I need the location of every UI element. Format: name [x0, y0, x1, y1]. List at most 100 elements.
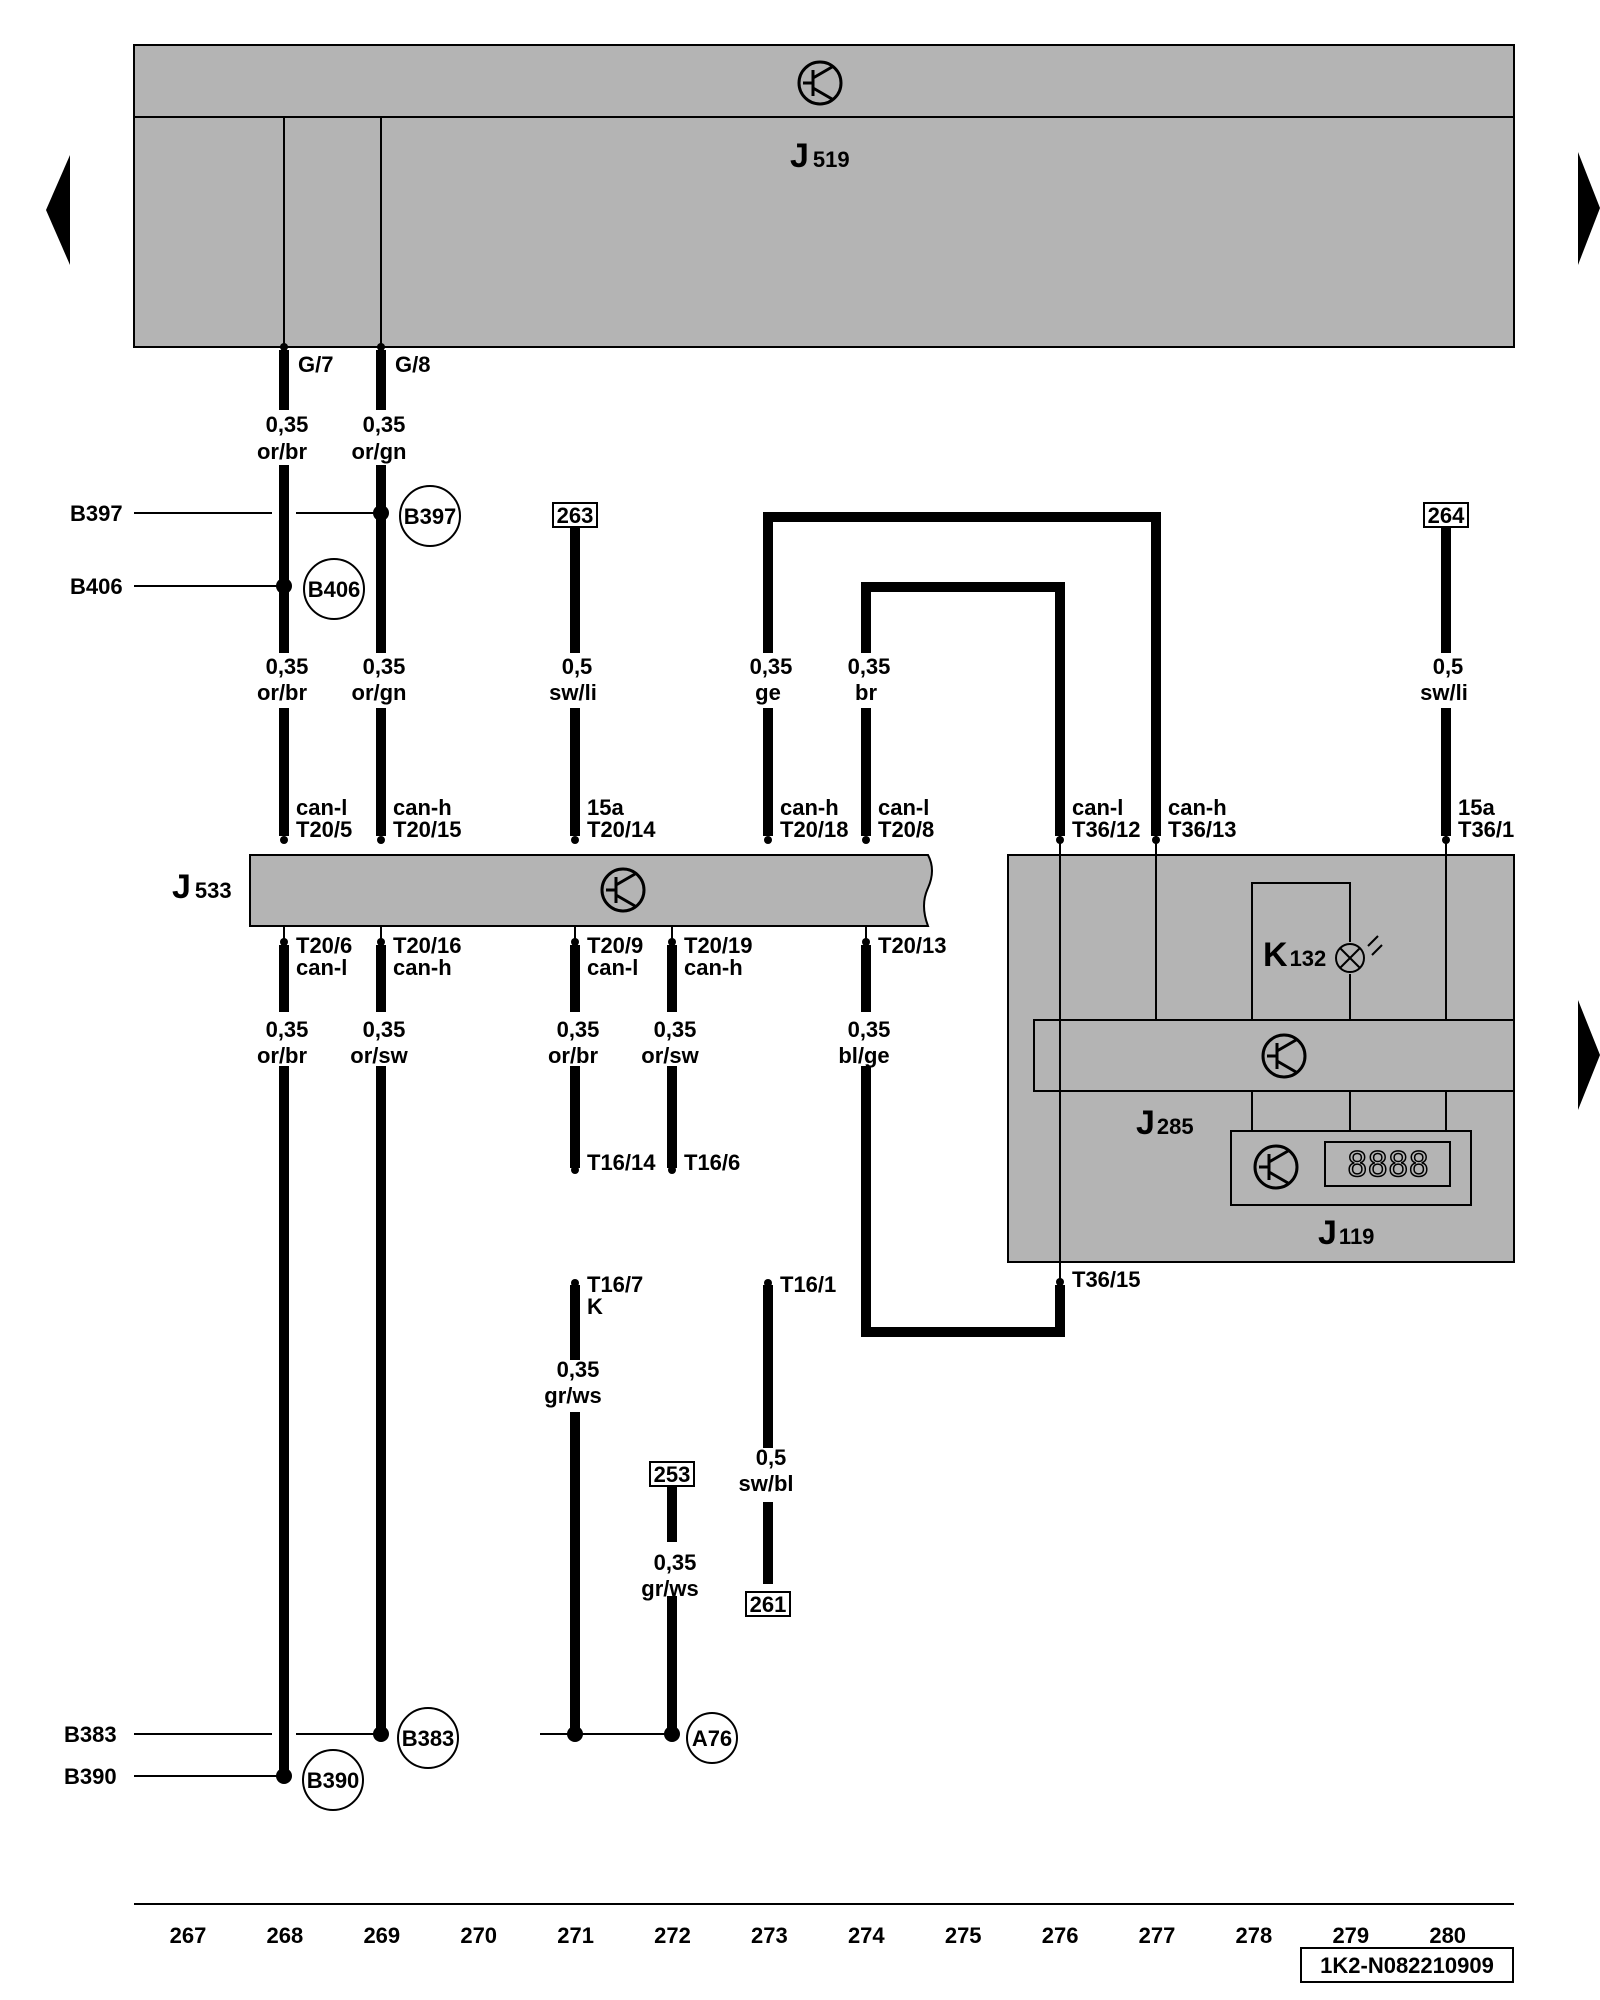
pin-t20-9: T20/9: [587, 933, 643, 958]
pin-g8: G/8: [395, 352, 430, 377]
signal-label: can-l: [296, 795, 347, 820]
signal-label: 15a: [1458, 795, 1495, 820]
wire-color: or/br: [257, 1043, 308, 1068]
ref-263: 263: [557, 503, 594, 528]
wire-color: or/gn: [352, 439, 407, 464]
wire-color: sw/bl: [738, 1471, 793, 1496]
wire-color: or/sw: [641, 1043, 699, 1068]
transistor-symbol-icon: [1253, 1144, 1299, 1190]
signal-label: can-h: [780, 795, 839, 820]
signal-label: can-l: [878, 795, 929, 820]
ref-261: 261: [750, 1592, 787, 1617]
transistor-symbol-icon: [797, 60, 843, 106]
connector-b406-label: B406: [70, 574, 123, 599]
next-page-arrow-icon[interactable]: [1578, 152, 1600, 265]
connector-b397-circle: B397: [404, 504, 457, 529]
transistor-symbol-icon: [600, 867, 646, 913]
connector-b406-circle: B406: [308, 577, 361, 602]
wire-gauge: 0,35: [557, 1017, 600, 1042]
connector-b390-label: B390: [64, 1764, 117, 1789]
connector-b397-label: B397: [70, 501, 123, 526]
next-page-arrow-icon-lower[interactable]: [1578, 1000, 1600, 1110]
warning-lamp-icon: [1335, 935, 1383, 973]
wire-gauge: 0,35: [848, 1017, 891, 1042]
wire-labels: 0,35 or/br 0,35 or/gn 0,35 or/br 0,35 or…: [257, 412, 1468, 1601]
module-j285: K132 J285 8888 J119: [1007, 854, 1515, 1263]
connector-b390-circle: B390: [307, 1768, 360, 1793]
display-digits: 8888: [1347, 1145, 1429, 1185]
track-number: 279: [1332, 1923, 1369, 1948]
pin-t20-19: T20/19: [684, 933, 753, 958]
wire-color: or/sw: [350, 1043, 408, 1068]
previous-page-arrow-icon[interactable]: [46, 155, 70, 265]
transistor-symbol-icon: [1261, 1033, 1307, 1079]
signal-label: can-l: [296, 955, 347, 980]
connector-a76-circle: A76: [692, 1726, 732, 1751]
track-number: 267: [170, 1923, 207, 1948]
connector-circles: [302, 485, 738, 1811]
pin-t16-7: T16/7: [587, 1272, 643, 1297]
track-number: 277: [1139, 1923, 1176, 1948]
signal-label: K: [587, 1294, 603, 1319]
wire-gauge: 0,35: [266, 412, 309, 437]
pin-t16-14: T16/14: [587, 1150, 656, 1175]
signal-label: 15a: [587, 795, 624, 820]
track-number: 275: [945, 1923, 982, 1948]
pin-t20-6: T20/6: [296, 933, 352, 958]
wire-color: br: [855, 680, 877, 705]
track-number: 280: [1429, 1923, 1466, 1948]
wire-gauge: 0,5: [562, 654, 593, 679]
pin-t36-13: T36/13: [1168, 817, 1237, 842]
doc-id: 1K2-N082210909: [1320, 1953, 1494, 1978]
wire-gauge: 0,35: [363, 1017, 406, 1042]
wire-color: or/br: [257, 439, 308, 464]
wire-color: or/br: [548, 1043, 599, 1068]
wire-gauge: 0,35: [266, 1017, 309, 1042]
track-number: 273: [751, 1923, 788, 1948]
segment-display: [1324, 1141, 1451, 1187]
wire-gauge: 0,35: [557, 1357, 600, 1382]
pin-t36-12: T36/12: [1072, 817, 1141, 842]
pin-t20-5: T20/5: [296, 817, 352, 842]
pin-t36-15: T36/15: [1072, 1267, 1141, 1292]
pin-markers: [280, 343, 1450, 1287]
signal-label: can-h: [393, 795, 452, 820]
pin-g7: G/7: [298, 352, 333, 377]
signal-label: can-h: [684, 955, 743, 980]
wire-color: sw/li: [549, 680, 597, 705]
wire-gauge: 0,35: [363, 412, 406, 437]
pin-t20-13: T20/13: [878, 933, 947, 958]
pin-t36-1: T36/1: [1458, 817, 1514, 842]
signal-label: can-h: [1168, 795, 1227, 820]
wire-gauge: 0,5: [1433, 654, 1464, 679]
track-number: 269: [363, 1923, 400, 1948]
track-number: 271: [557, 1923, 594, 1948]
pin-t20-14: T20/14: [587, 817, 656, 842]
connector-b383-circle: B383: [402, 1726, 455, 1751]
doc-id-box: [1300, 1947, 1514, 1983]
ref-boxes: 263 264 253 261: [552, 502, 1469, 1617]
pin-t20-18: T20/18: [780, 817, 849, 842]
pin-t20-16: T20/16: [393, 933, 462, 958]
wire-gauge: 0,5: [756, 1445, 787, 1470]
wire-color: ge: [755, 680, 781, 705]
wire-color: gr/ws: [544, 1383, 601, 1408]
wire-color: bl/ge: [838, 1043, 889, 1068]
connector-b383-label: B383: [64, 1722, 117, 1747]
wire-gauge: 0,35: [750, 654, 793, 679]
track-number: 278: [1236, 1923, 1273, 1948]
ref-253: 253: [654, 1462, 691, 1487]
track-number: 272: [654, 1923, 691, 1948]
ref-264: 264: [1428, 503, 1465, 528]
j285-label: J285: [1136, 1104, 1194, 1142]
wire-gauge: 0,35: [654, 1017, 697, 1042]
pin-t16-6: T16/6: [684, 1150, 740, 1175]
wire-color: sw/li: [1420, 680, 1468, 705]
wire-color: or/br: [257, 680, 308, 705]
wire-bl-ge-loop: [861, 1066, 1065, 1337]
wire-ge-loop: [763, 512, 1161, 836]
